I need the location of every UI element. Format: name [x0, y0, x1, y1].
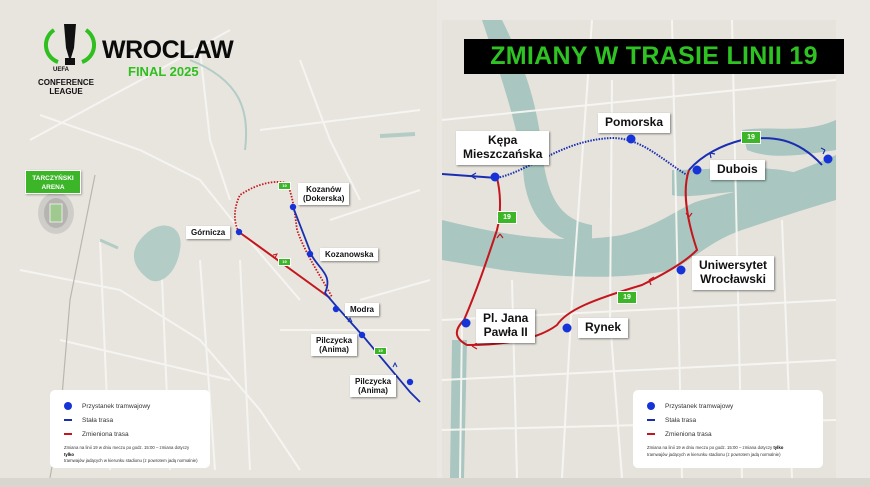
legend-item-changed: Zmieniona trasa [647, 427, 813, 441]
blue-line-icon [64, 419, 72, 421]
stop-kepa [490, 172, 500, 182]
competition-line2: LEAGUE [49, 87, 83, 96]
map-legend-left: Przystanek tramwajowy Stała trasa Zmieni… [50, 390, 210, 468]
stop-label-kepa-mieszczanska: Kępa Mieszczańska [456, 131, 550, 165]
legend-label: Zmieniona trasa [665, 430, 712, 438]
stop-label-rynek: Rynek [578, 318, 629, 338]
stop-label-pl-jana-pawla-ii: Pl. Jana Pawła II [476, 309, 536, 343]
line-19-badge: 19 [278, 182, 291, 190]
stop-label-gornicza: Górnicza [186, 226, 231, 240]
stop-dubois [692, 165, 702, 175]
legend-item-stop: Przystanek tramwajowy [647, 399, 813, 413]
venue-name-line2: ARENA [41, 184, 65, 191]
note-bold: tylko [64, 451, 75, 457]
stop-pilczycka-1 [358, 331, 366, 339]
stop-pilczycka-2 [406, 378, 414, 386]
stop-name: Pomorska [605, 115, 664, 129]
stop-pl-jana-pawla [461, 318, 471, 328]
red-line-icon [647, 433, 655, 435]
legend-item-stop: Przystanek tramwajowy [64, 399, 200, 413]
stop-name-line1: Kępa [488, 133, 518, 147]
stop-kozanowska [306, 250, 314, 258]
note-text: tramwajów jadących w kierunku stadionu (… [64, 458, 198, 463]
venue-name-line1: TARCZYŃSKI [32, 175, 74, 182]
stop-name-line2: Mieszczańska [463, 146, 543, 161]
note-text: Zmiana na linii 19 w dniu meczu po godz.… [64, 445, 190, 450]
blue-line-icon [647, 419, 655, 421]
line-19-badge: 19 [741, 131, 761, 144]
line-19-badge: 19 [617, 291, 637, 304]
legend-item-permanent: Stała trasa [64, 413, 200, 427]
legend-label: Stała trasa [665, 416, 697, 424]
stop-label-pilczycka-2: Pilczycka (Anima) [350, 375, 397, 398]
note-text: tramwajów jadących w kierunku stadionu (… [647, 451, 781, 457]
stop-name-line2: (Anima) [358, 386, 388, 396]
stop-rynek [562, 323, 572, 333]
line-19-badge: 19 [374, 347, 387, 355]
competition-line1: CONFERENCE [37, 78, 94, 87]
stop-label-kozanowska: Kozanowska [320, 248, 379, 262]
stop-name-line2: Wrocławski [700, 271, 766, 286]
map-legend-right: Przystanek tramwajowy Stała trasa Zmieni… [633, 390, 823, 468]
trophy-icon [43, 24, 97, 65]
stop-name-line1: Kozanów [306, 185, 342, 194]
venue-label-tarczynski-arena: TARCZYŃSKI ARENA [25, 170, 81, 194]
stop-uniwersytet [676, 265, 686, 275]
legend-item-permanent: Stała trasa [647, 413, 813, 427]
stop-label-dubois: Dubois [710, 160, 765, 180]
stop-dot-icon [647, 402, 655, 410]
bottom-strip [0, 478, 870, 487]
legend-label: Przystanek tramwajowy [665, 402, 734, 410]
stop-pomorska [626, 134, 636, 144]
stop-name-line1: Pilczycka [316, 336, 353, 345]
stop-name: Górnicza [191, 228, 226, 237]
stop-name: Kozanowska [325, 250, 374, 259]
stop-name-line2: (Anima) [319, 345, 349, 355]
stop-label-pilczycka-1: Pilczycka (Anima) [311, 334, 358, 357]
note-text: Zmiana na linii 19 w dniu meczu po godz.… [647, 445, 774, 450]
note-bold: tylko [773, 445, 784, 450]
stop-label-modra: Modra [345, 303, 379, 317]
stop-name-line1: Pl. Jana [483, 311, 529, 325]
stop-name: Rynek [585, 320, 622, 334]
stop-label-uniwersytet-wroclawski: Uniwersytet Wrocławski [692, 256, 775, 290]
legend-note: Zmiana na linii 19 w dniu meczu po godz.… [647, 445, 813, 458]
legend-note: Zmiana na linii 19 w dniu meczu po godz.… [64, 445, 200, 465]
stop-dot-icon [64, 402, 72, 410]
line-19-badge: 19 [497, 211, 517, 224]
legend-item-changed: Zmieniona trasa [64, 427, 200, 441]
legend-label: Przystanek tramwajowy [82, 402, 151, 410]
stop-edge [823, 154, 833, 164]
stop-modra [332, 305, 340, 313]
stop-label-pomorska: Pomorska [598, 113, 671, 133]
stop-kozanow [289, 203, 297, 211]
uefa-text: UEFA [53, 67, 70, 73]
competition-name: CONFERENCE LEAGUE [26, 78, 106, 96]
stop-name: Dubois [717, 162, 758, 176]
stop-gornicza [235, 228, 243, 236]
stop-name-line1: Uniwersytet [699, 258, 768, 272]
stop-name-line2: (Dokerska) [303, 194, 345, 204]
city-title: WROCLAW [102, 36, 234, 64]
headline-banner: ZMIANY W TRASIE LINII 19 [464, 39, 844, 74]
stop-label-kozanow: Kozanów (Dokerska) [298, 183, 350, 206]
stop-name-line1: Pilczycka [355, 377, 392, 386]
legend-label: Zmieniona trasa [82, 430, 129, 438]
line-19-badge: 19 [278, 258, 291, 266]
legend-label: Stała trasa [82, 416, 114, 424]
stop-name-line2: Pawła II [483, 324, 528, 339]
final-subtitle: FINAL 2025 [128, 64, 199, 79]
stop-name: Modra [350, 305, 374, 314]
red-line-icon [64, 433, 72, 435]
